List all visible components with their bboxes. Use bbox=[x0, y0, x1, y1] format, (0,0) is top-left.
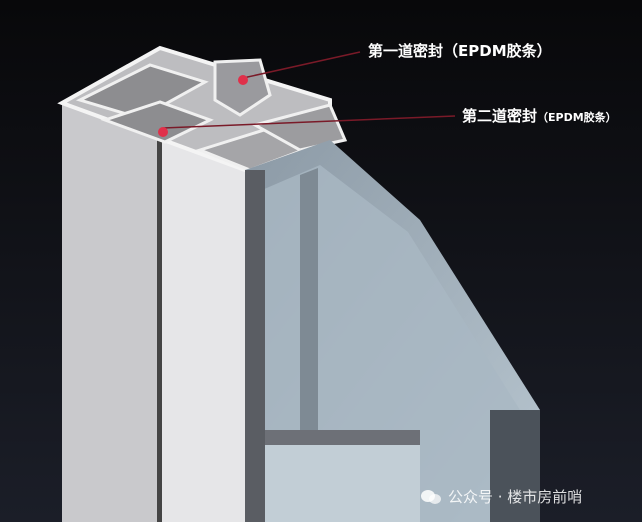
frame-front-face bbox=[162, 140, 245, 522]
wechat-icon bbox=[420, 489, 442, 505]
seal2-leader bbox=[162, 115, 456, 129]
seal2-marker bbox=[158, 127, 168, 137]
seal1-marker bbox=[238, 75, 248, 85]
seal1-title: 第一道密封 bbox=[368, 42, 444, 60]
seal1-material: （EPDM胶条） bbox=[443, 42, 552, 60]
seal2-material: （EPDM胶条） bbox=[537, 111, 617, 124]
watermark-text: 公众号 · 楼市房前哨 bbox=[448, 488, 583, 506]
glass-edge bbox=[490, 410, 540, 522]
seal1-label: 第一道密封（EPDM胶条） bbox=[368, 40, 552, 61]
seal2-title: 第二道密封 bbox=[462, 107, 538, 125]
watermark: 公众号 · 楼市房前哨 bbox=[420, 486, 582, 507]
seal1-leader bbox=[242, 51, 361, 79]
seal2-label: 第二道密封（EPDM胶条） bbox=[462, 105, 617, 126]
frame-groove bbox=[157, 140, 162, 522]
frame-side-face bbox=[62, 103, 158, 522]
